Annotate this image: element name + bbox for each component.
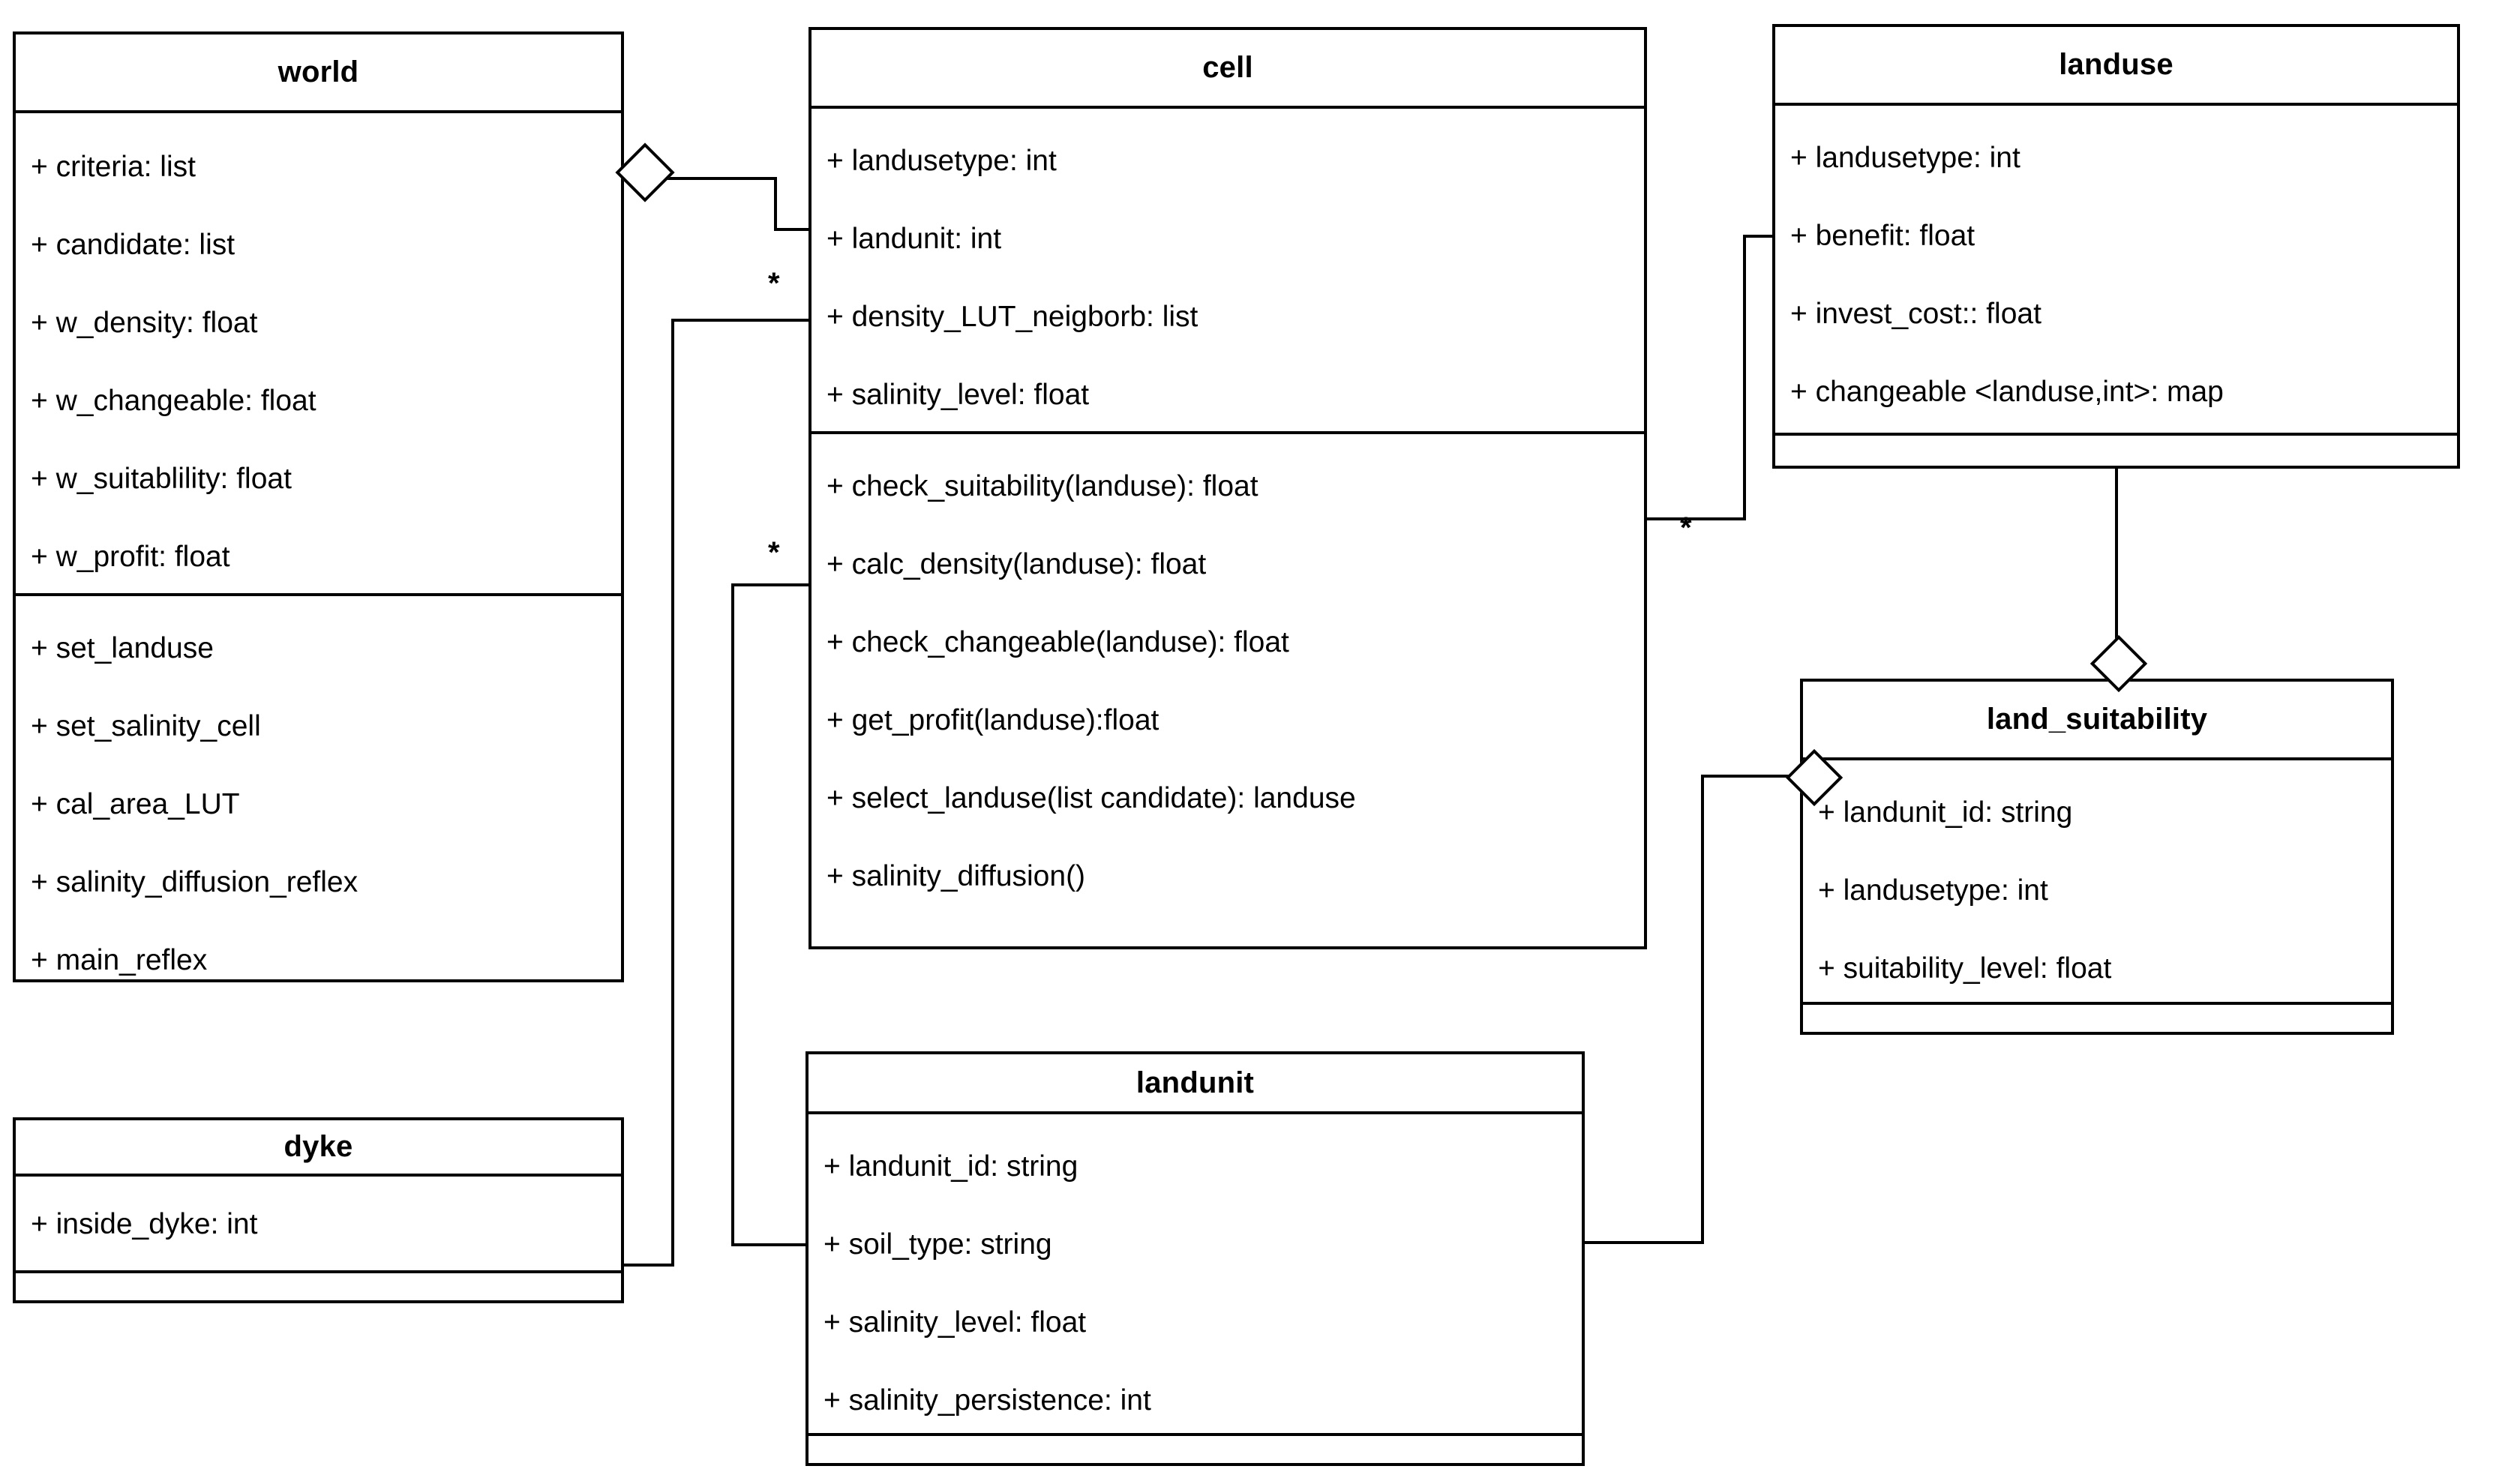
edge-world-cell-h2 bbox=[774, 228, 810, 231]
attributes-compartment-world: + criteria: list + candidate: list + w_d… bbox=[16, 113, 621, 593]
method-row: + cal_area_LUT bbox=[31, 788, 240, 820]
methods-compartment-world: + set_landuse + set_salinity_cell + cal_… bbox=[16, 593, 621, 979]
attribute-row: + inside_dyke: int bbox=[31, 1208, 258, 1240]
edge-landunit-landsuit-h-bottom bbox=[1585, 1241, 1704, 1244]
attributes-compartment-land-suitability: + landunit_id: string + landusetype: int… bbox=[1803, 760, 2391, 1002]
attribute-row: + salinity_level: float bbox=[826, 379, 1090, 411]
edge-landuse-landsuit-v bbox=[2115, 469, 2118, 660]
attribute-row: + benefit: float bbox=[1790, 220, 1976, 252]
attribute-row: + w_changeable: float bbox=[31, 385, 316, 417]
class-title-landuse: landuse bbox=[1775, 27, 2457, 106]
multiplicity-cell-landuse: * bbox=[1680, 511, 1692, 544]
method-row: + set_landuse bbox=[31, 632, 214, 664]
attribute-row: + landusetype: int bbox=[826, 145, 1057, 177]
class-title-dyke: dyke bbox=[16, 1120, 621, 1177]
attribute-row: + salinity_persistence: int bbox=[824, 1384, 1151, 1417]
attribute-row: + criteria: list bbox=[31, 151, 196, 183]
attribute-row: + landusetype: int bbox=[1790, 142, 2020, 174]
methods-compartment-landunit bbox=[808, 1433, 1582, 1460]
multiplicity-cell-landunit: * bbox=[768, 536, 780, 569]
attribute-row: + changeable <landuse,int>: map bbox=[1790, 376, 2224, 408]
attribute-row: + landunit: int bbox=[826, 223, 1002, 255]
aggregation-diamond-world bbox=[615, 142, 675, 202]
method-row: + check_suitability(landuse): float bbox=[826, 470, 1258, 502]
attribute-row: + invest_cost:: float bbox=[1790, 298, 2042, 330]
attribute-row: + soil_type: string bbox=[824, 1228, 1052, 1261]
method-row: + main_reflex bbox=[31, 944, 208, 976]
class-box-landuse[interactable]: landuse + landusetype: int + benefit: fl… bbox=[1772, 24, 2460, 469]
attribute-row: + landunit_id: string bbox=[824, 1150, 1078, 1183]
class-title-land-suitability: land_suitability bbox=[1803, 682, 2391, 760]
attributes-compartment-landunit: + landunit_id: string + soil_type: strin… bbox=[808, 1114, 1582, 1433]
methods-compartment-land-suitability bbox=[1803, 1002, 2391, 1029]
method-row: + get_profit(landuse):float bbox=[826, 704, 1160, 736]
attributes-compartment-dyke: + inside_dyke: int bbox=[16, 1177, 621, 1270]
edge-world-cell-h1 bbox=[654, 177, 774, 180]
attribute-row: + landusetype: int bbox=[1818, 874, 2048, 907]
attribute-row: + w_density: float bbox=[31, 307, 258, 339]
class-box-landunit[interactable]: landunit + landunit_id: string + soil_ty… bbox=[806, 1051, 1585, 1466]
edge-cell-dyke-h-bottom bbox=[624, 1264, 674, 1267]
class-box-dyke[interactable]: dyke + inside_dyke: int bbox=[13, 1117, 624, 1303]
edge-cell-dyke-h-top bbox=[671, 319, 812, 322]
attributes-compartment-landuse: + landusetype: int + benefit: float + in… bbox=[1775, 106, 2457, 433]
edge-cell-landunit-h-top bbox=[731, 583, 812, 586]
attribute-row: + landunit_id: string bbox=[1818, 796, 2073, 829]
class-box-land-suitability[interactable]: land_suitability + landunit_id: string +… bbox=[1800, 679, 2394, 1035]
method-row: + select_landuse(list candidate): landus… bbox=[826, 782, 1356, 814]
edge-landunit-landsuit-h-top bbox=[1701, 775, 1800, 778]
class-title-landunit: landunit bbox=[808, 1054, 1582, 1114]
attribute-row: + w_profit: float bbox=[31, 541, 230, 573]
methods-compartment-cell: + check_suitability(landuse): float + ca… bbox=[812, 431, 1644, 946]
method-row: + calc_density(landuse): float bbox=[826, 548, 1207, 580]
class-box-world[interactable]: world + criteria: list + candidate: list… bbox=[13, 31, 624, 982]
edge-world-cell-v bbox=[774, 177, 777, 228]
multiplicity-world-cell: * bbox=[768, 267, 780, 300]
attribute-row: + w_suitablility: float bbox=[31, 463, 292, 495]
methods-compartment-dyke bbox=[16, 1270, 621, 1294]
edge-cell-landunit-h-bottom bbox=[731, 1243, 808, 1246]
methods-compartment-landuse bbox=[1775, 433, 2457, 466]
attributes-compartment-cell: + landusetype: int + landunit: int + den… bbox=[812, 109, 1644, 431]
attribute-row: + salinity_level: float bbox=[824, 1306, 1087, 1339]
attribute-row: + suitability_level: float bbox=[1818, 952, 2112, 985]
edge-cell-landunit-v bbox=[731, 583, 734, 1243]
method-row: + salinity_diffusion_reflex bbox=[31, 866, 358, 898]
class-title-cell: cell bbox=[812, 30, 1644, 109]
method-row: + check_changeable(landuse): float bbox=[826, 626, 1289, 658]
class-box-cell[interactable]: cell + landusetype: int + landunit: int … bbox=[808, 27, 1647, 949]
class-title-world: world bbox=[16, 34, 621, 113]
attribute-row: + candidate: list bbox=[31, 229, 236, 261]
attribute-row: + density_LUT_neigborb: list bbox=[826, 301, 1198, 333]
edge-cell-landuse-h-top bbox=[1743, 235, 1776, 238]
method-row: + set_salinity_cell bbox=[31, 710, 261, 742]
edge-cell-landuse-v bbox=[1743, 235, 1746, 520]
edge-cell-landuse-h-bottom bbox=[1647, 517, 1746, 520]
edge-cell-dyke-v bbox=[671, 319, 674, 1264]
method-row: + salinity_diffusion() bbox=[826, 860, 1086, 892]
edge-landunit-landsuit-v bbox=[1701, 775, 1704, 1241]
